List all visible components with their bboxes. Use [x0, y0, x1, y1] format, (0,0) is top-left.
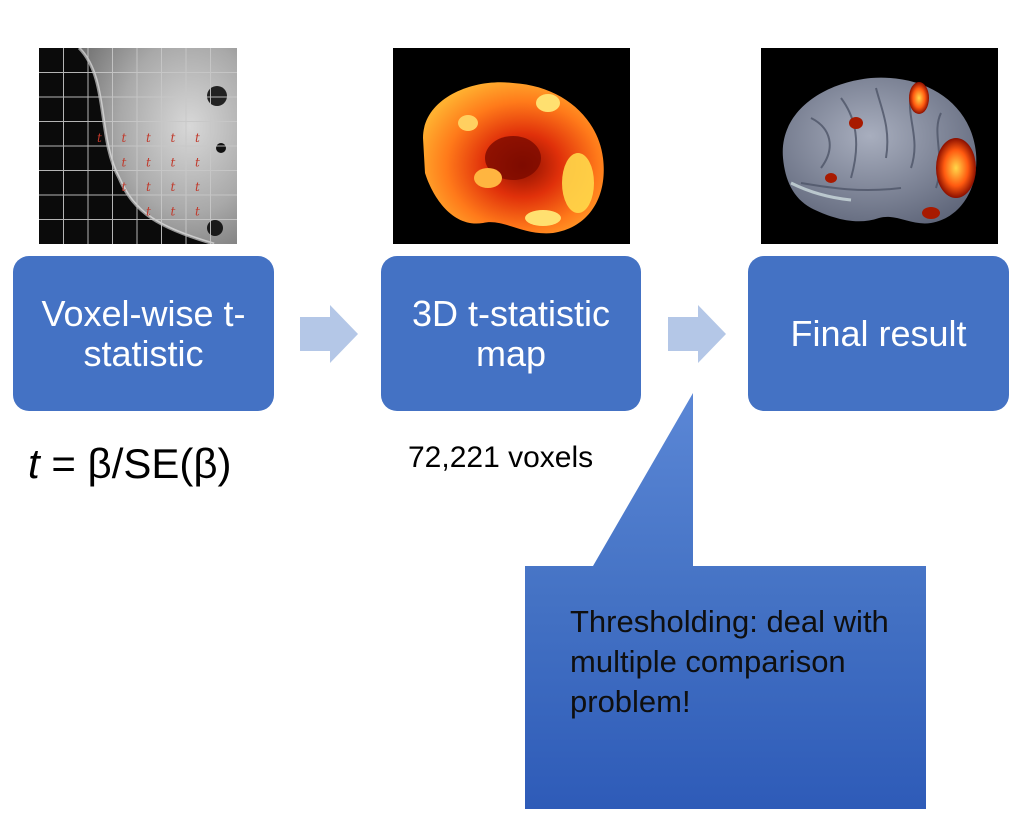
t-statistic-formula: t = β/SE(β): [28, 440, 232, 488]
voxel-t-label: t: [195, 156, 200, 170]
voxel-t-label: t: [146, 180, 151, 194]
voxel-t-label: t: [171, 180, 176, 194]
voxel-t-label: t: [171, 156, 176, 170]
voxel-t-label: t: [195, 205, 200, 219]
step-box-voxel-wise-t-statistic: Voxel-wise t-statistic: [13, 256, 274, 411]
thresholding-callout: [523, 393, 928, 809]
step-box-final-result: Final result: [748, 256, 1009, 411]
step-label: 3D t-statistic map: [411, 292, 611, 374]
voxel-count-label: 72,221 voxels: [408, 441, 594, 474]
step-label: Final result: [790, 312, 967, 354]
formula-t: t: [28, 440, 40, 487]
voxel-t-label: t: [146, 205, 151, 219]
voxel-t-label: t: [195, 131, 200, 145]
callout-text: Thresholding: deal with multiple compari…: [570, 604, 889, 719]
voxel-t-label: t: [122, 180, 127, 194]
voxel-t-label: t: [97, 131, 102, 145]
right-arrow-icon: [668, 305, 726, 363]
voxel-t-label: t: [122, 156, 127, 170]
t-statistic-map-image: [393, 48, 630, 244]
voxel-t-label: t: [122, 131, 127, 145]
right-arrow-icon: [300, 305, 358, 363]
final-result-brain-image: [761, 48, 998, 244]
step-box-3d-t-statistic-map: 3D t-statistic map: [381, 256, 641, 411]
voxel-t-label: t: [146, 156, 151, 170]
formula-rest: = β/SE(β): [39, 440, 232, 487]
step-label: Voxel-wise t-statistic: [41, 292, 246, 374]
voxel-t-label: t: [146, 131, 151, 145]
voxel-t-label: t: [195, 180, 200, 194]
voxel-t-label: t: [171, 205, 176, 219]
voxel-t-label: t: [171, 131, 176, 145]
